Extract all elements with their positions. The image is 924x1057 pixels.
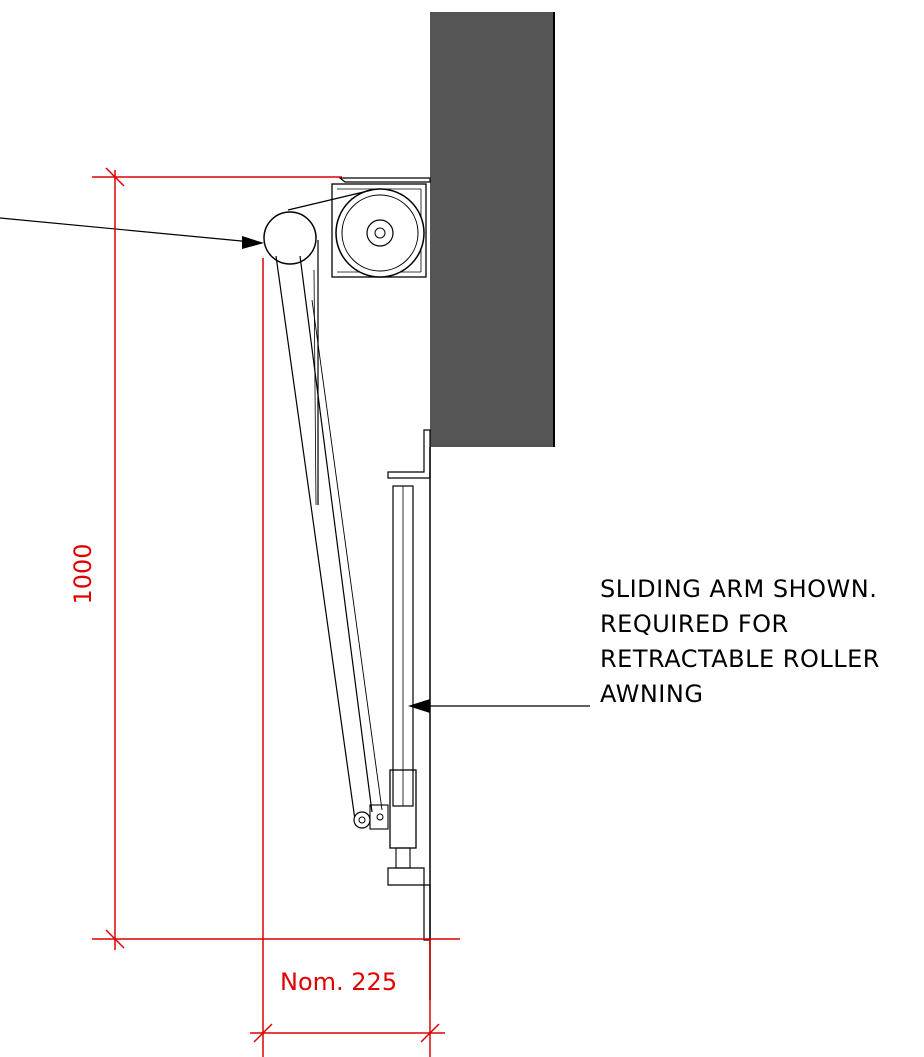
arm-pivot bbox=[353, 804, 389, 830]
height-dimension-label: 1000 bbox=[69, 543, 97, 605]
note-line-2: REQUIRED FOR bbox=[600, 610, 789, 638]
front-bar bbox=[263, 211, 317, 265]
projection-dimension-label: Nom. 225 bbox=[280, 968, 398, 996]
note-line-4: AWNING bbox=[600, 680, 704, 708]
sliding-arm-arrowhead bbox=[408, 699, 430, 713]
front-bar-leader bbox=[0, 217, 253, 243]
projection-dimension bbox=[250, 258, 445, 1057]
awning-arm bbox=[275, 255, 383, 821]
height-dimension bbox=[92, 167, 460, 950]
sliding-arm-note: SLIDING ARM SHOWN. REQUIRED FOR RETRACTA… bbox=[600, 572, 880, 712]
roller-tube bbox=[335, 188, 425, 278]
note-line-1: SLIDING ARM SHOWN. bbox=[600, 575, 878, 603]
fabric-top bbox=[287, 189, 373, 211]
front-bar-arrowhead bbox=[242, 236, 264, 249]
sliding-arm-track bbox=[387, 429, 431, 941]
note-line-3: RETRACTABLE ROLLER bbox=[600, 645, 880, 673]
wall-section bbox=[430, 12, 554, 447]
top-bracket bbox=[338, 177, 431, 183]
